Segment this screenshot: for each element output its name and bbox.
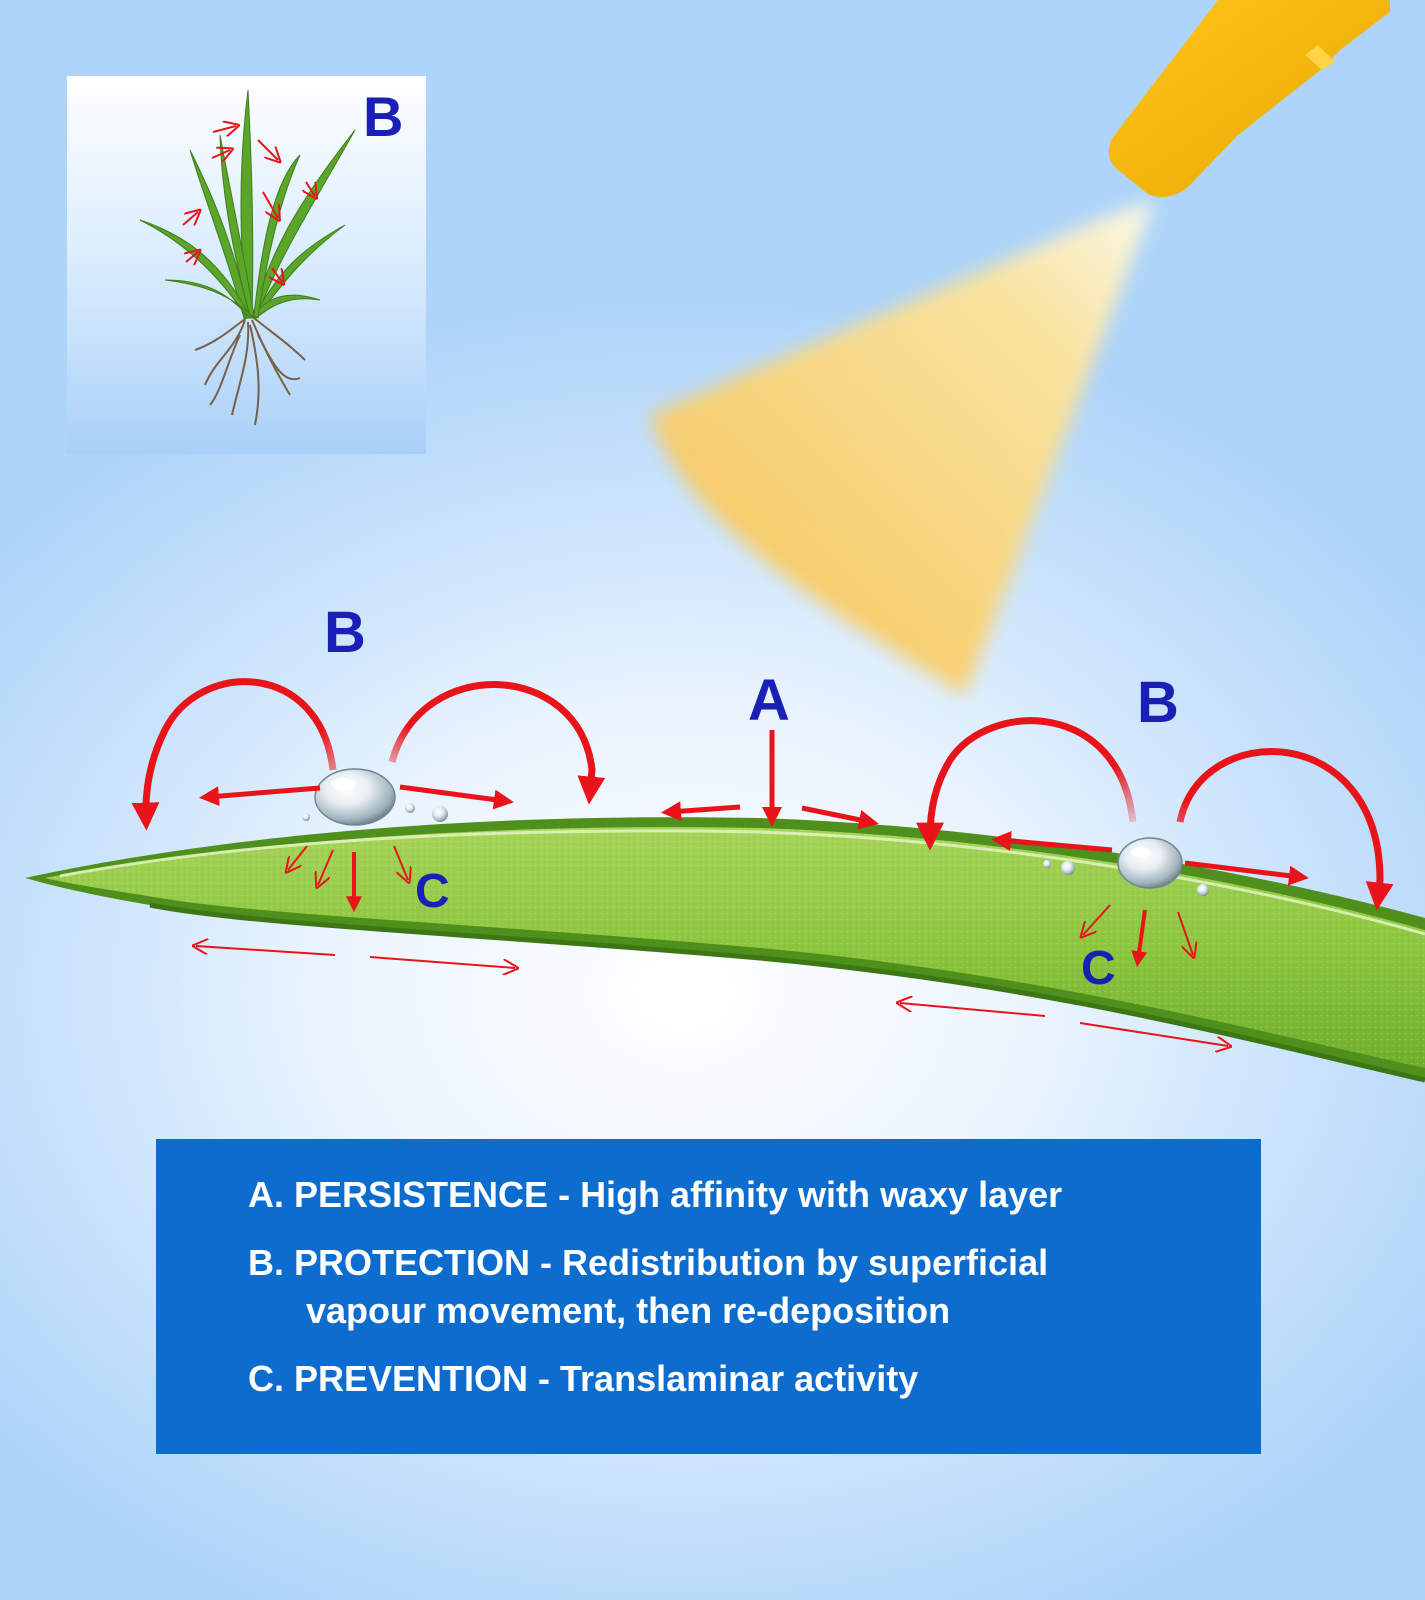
leaf — [25, 817, 1425, 1083]
arrows-right-group — [900, 717, 1394, 1046]
legend-a-title: A. PERSISTENCE — [248, 1174, 549, 1215]
arrow-icon — [288, 845, 308, 870]
legend-a-desc: High affinity with waxy layer — [580, 1174, 1063, 1215]
label-a: A — [748, 668, 790, 733]
legend-a-sep: - — [548, 1174, 581, 1215]
label-b-right: B — [1137, 670, 1179, 735]
arrow-icon — [661, 801, 741, 822]
legend-c-title: C. PREVENTION — [248, 1358, 529, 1399]
plant-inset: B — [67, 76, 426, 454]
arrow-icon — [131, 678, 337, 831]
arrow-icon — [196, 946, 336, 956]
arrow-icon — [801, 805, 879, 830]
arrow-icon — [1177, 911, 1193, 955]
legend-b-desc-line1: Redistribution by superficial — [562, 1242, 1049, 1283]
arrow-icon — [916, 717, 1137, 851]
legend-b-desc-line2: vapour movement, then re-deposition — [306, 1290, 951, 1331]
arrow-icon — [1184, 860, 1309, 886]
water-droplet-icon — [302, 768, 1209, 896]
arrow-icon — [318, 849, 334, 885]
legend-b-title: B. PROTECTION — [248, 1242, 531, 1283]
label-c-right: C — [1081, 942, 1116, 995]
arrow-icon — [393, 845, 408, 880]
arrow-icon — [1131, 909, 1148, 968]
arrow-icon — [199, 785, 321, 807]
sprayer-nozzle-icon — [1108, 0, 1390, 197]
legend-b-sep: - — [530, 1242, 563, 1283]
legend-item-c: C. PREVENTION - Translaminar activity — [248, 1355, 1261, 1403]
arrow-icon — [388, 681, 606, 805]
arrow-icon — [1079, 1022, 1228, 1046]
legend-box: A. PERSISTENCE - High affinity with waxy… — [156, 1139, 1261, 1454]
arrow-icon — [369, 956, 515, 968]
arrow-icon — [1176, 748, 1394, 911]
legend-item-b: B. PROTECTION - Redistribution by superf… — [248, 1239, 1261, 1335]
arrows-center-group — [661, 730, 879, 830]
legend-c-sep: - — [528, 1358, 561, 1399]
legend-item-a: A. PERSISTENCE - High affinity with waxy… — [248, 1171, 1261, 1219]
label-c-left: C — [415, 865, 450, 918]
arrows-left-group — [131, 678, 606, 968]
arrow-icon — [900, 1003, 1046, 1017]
inset-label-b: B — [363, 85, 403, 148]
label-b-left: B — [324, 600, 366, 665]
legend-c-desc: Translaminar activity — [560, 1358, 919, 1399]
arrow-icon — [399, 784, 514, 810]
grass-plant-icon — [139, 89, 356, 426]
arrow-icon — [991, 831, 1113, 853]
arrow-icon — [1083, 904, 1111, 935]
spray-cone-icon — [650, 200, 1155, 695]
